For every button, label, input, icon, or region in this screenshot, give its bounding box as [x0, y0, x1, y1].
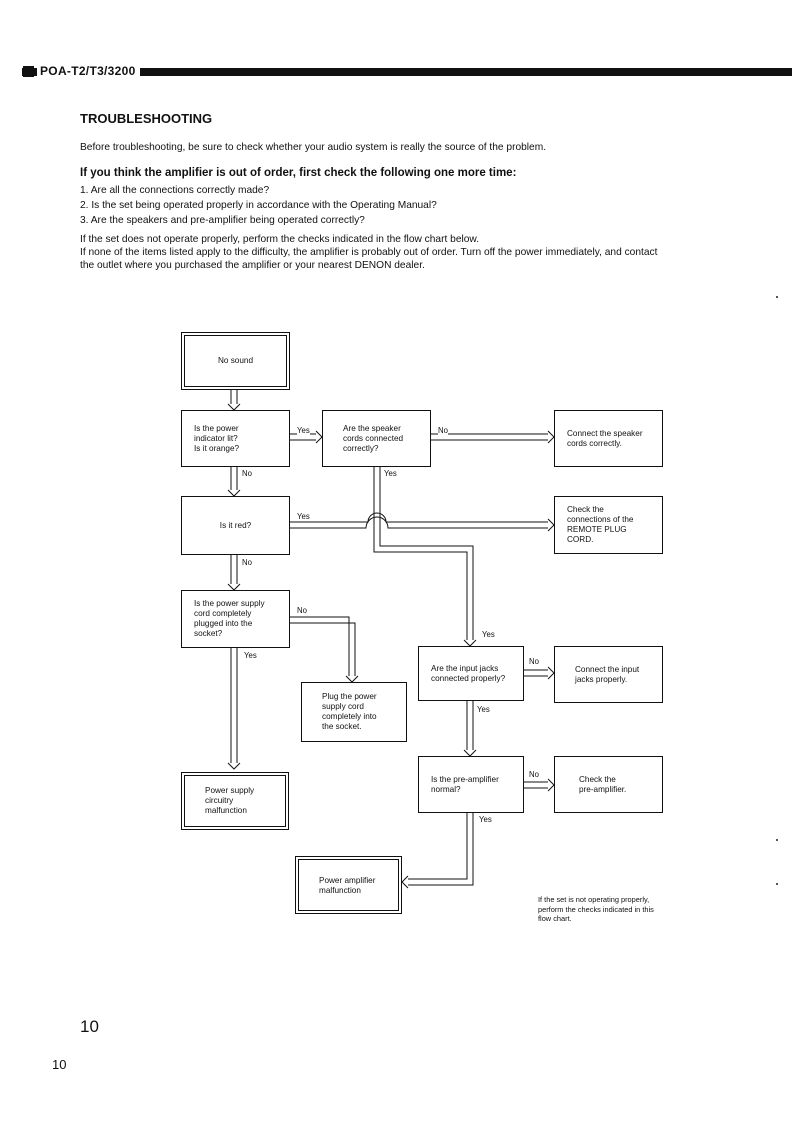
box-line: Is the power supply [194, 599, 265, 608]
box-line: normal? [431, 784, 461, 794]
yes-label: Yes [297, 512, 310, 521]
psu-malfunction-box: Power supply circuitry malfunction [181, 772, 289, 830]
box-line: Power amplifier [319, 876, 376, 885]
paragraph-line: If the set does not operate properly, pe… [80, 234, 480, 245]
box-line: Connect the input [575, 664, 640, 674]
box-line: Is it orange? [194, 443, 240, 453]
footnote-line: flow chart. [538, 914, 572, 923]
page-number: 10 [80, 1017, 99, 1036]
power-amp-malfunction-inner: Power amplifier malfunction [298, 859, 399, 911]
box-line: Connect the speaker [567, 428, 643, 438]
box-line: Is the power [194, 423, 239, 433]
header-square-icon [23, 66, 34, 77]
box-line: REMOTE PLUG [567, 525, 627, 534]
margin-speck [776, 296, 778, 298]
box-line: cords connected [343, 433, 404, 443]
box-line: Plug the power [322, 692, 377, 701]
box-line: connections of the [567, 515, 634, 524]
box-line: circuitry [205, 796, 234, 805]
power-indicator-box: Is the power indicator lit? Is it orange… [181, 410, 290, 467]
box-line: Are the speaker [343, 423, 401, 433]
box-line: CORD. [567, 535, 594, 544]
paragraph-line: the outlet where you purchased the ampli… [80, 260, 425, 271]
yes-label: Yes [477, 705, 490, 714]
intro-text: Before troubleshooting, be sure to check… [80, 142, 547, 153]
yes-label: Yes [244, 651, 257, 660]
check-pre-amp-box: Check the pre-amplifier. [554, 756, 663, 813]
page-number-footer: 10 [52, 1057, 67, 1072]
speaker-cords-box: Are the speaker cords connected correctl… [322, 410, 431, 467]
connect-input-box: Connect the input jacks properly. [554, 646, 663, 703]
no-label: No [242, 558, 252, 567]
box-line: Check the [579, 774, 616, 784]
no-label: No [297, 606, 307, 615]
paragraph-line: If none of the items listed apply to the… [80, 247, 658, 258]
box-line: socket? [194, 629, 223, 638]
box-line: cord completely [194, 609, 252, 618]
connect-speaker-box: Connect the speaker cords correctly. [554, 410, 663, 467]
flowchart-footnote: If the set is not operating properly, pe… [538, 895, 654, 924]
box-line: malfunction [319, 886, 361, 895]
box-line: Is the pre-amplifier [431, 774, 499, 784]
box-line: connected properly? [431, 673, 506, 683]
yes-label: Yes [297, 426, 310, 435]
box-line: cords correctly. [567, 438, 622, 448]
yes-label: Yes [479, 815, 492, 824]
footnote-line: If the set is not operating properly, [538, 895, 650, 904]
header-rule [22, 68, 792, 76]
box-line: jacks properly. [575, 674, 628, 684]
no-sound-label: No sound [184, 335, 287, 387]
check-item: 2. Is the set being operated properly in… [80, 200, 437, 211]
box-line: the socket. [322, 722, 362, 731]
yes-label: Yes [384, 469, 397, 478]
box-line: supply cord [322, 702, 364, 711]
no-label: No [438, 426, 448, 435]
pre-amp-box: Is the pre-amplifier normal? [418, 756, 524, 813]
margin-speck [776, 839, 778, 841]
is-red-box: Is it red? [181, 496, 290, 555]
box-line: malfunction [205, 806, 247, 815]
box-line: plugged into the [194, 619, 253, 628]
box-line: indicator lit? [194, 433, 238, 443]
footnote-line: perform the checks indicated in this [538, 904, 654, 914]
box-line: Check the [567, 505, 604, 514]
box-line: pre-amplifier. [579, 784, 627, 794]
no-label: No [529, 770, 539, 779]
psu-malfunction-inner: Power supply circuitry malfunction [184, 775, 286, 827]
check-item: 3. Are the speakers and pre-amplifier be… [80, 215, 365, 226]
yes-label: Yes [482, 630, 495, 639]
check-heading: If you think the amplifier is out of ord… [80, 167, 517, 179]
box-line: Power supply [205, 786, 255, 795]
no-label: No [242, 469, 252, 478]
box-line: completely into [322, 712, 377, 721]
power-amp-malfunction-box: Power amplifier malfunction [295, 856, 402, 914]
box-line: Are the input jacks [431, 663, 499, 673]
power-supply-cord-box: Is the power supply cord completely plug… [181, 590, 290, 648]
check-item: 1. Are all the connections correctly mad… [80, 185, 270, 196]
box-line: Is it red? [219, 520, 252, 530]
input-jacks-box: Are the input jacks connected properly? [418, 646, 524, 701]
box-line: correctly? [343, 443, 379, 453]
plug-cord-box: Plug the power supply cord completely in… [301, 682, 407, 742]
no-sound-box: No sound [181, 332, 290, 390]
margin-speck [776, 883, 778, 885]
no-label: No [529, 657, 539, 666]
page-title: TROUBLESHOOTING [80, 111, 213, 126]
check-remote-box: Check the connections of the REMOTE PLUG… [554, 496, 663, 554]
header-model: POA-T2/T3/3200 [37, 63, 140, 79]
